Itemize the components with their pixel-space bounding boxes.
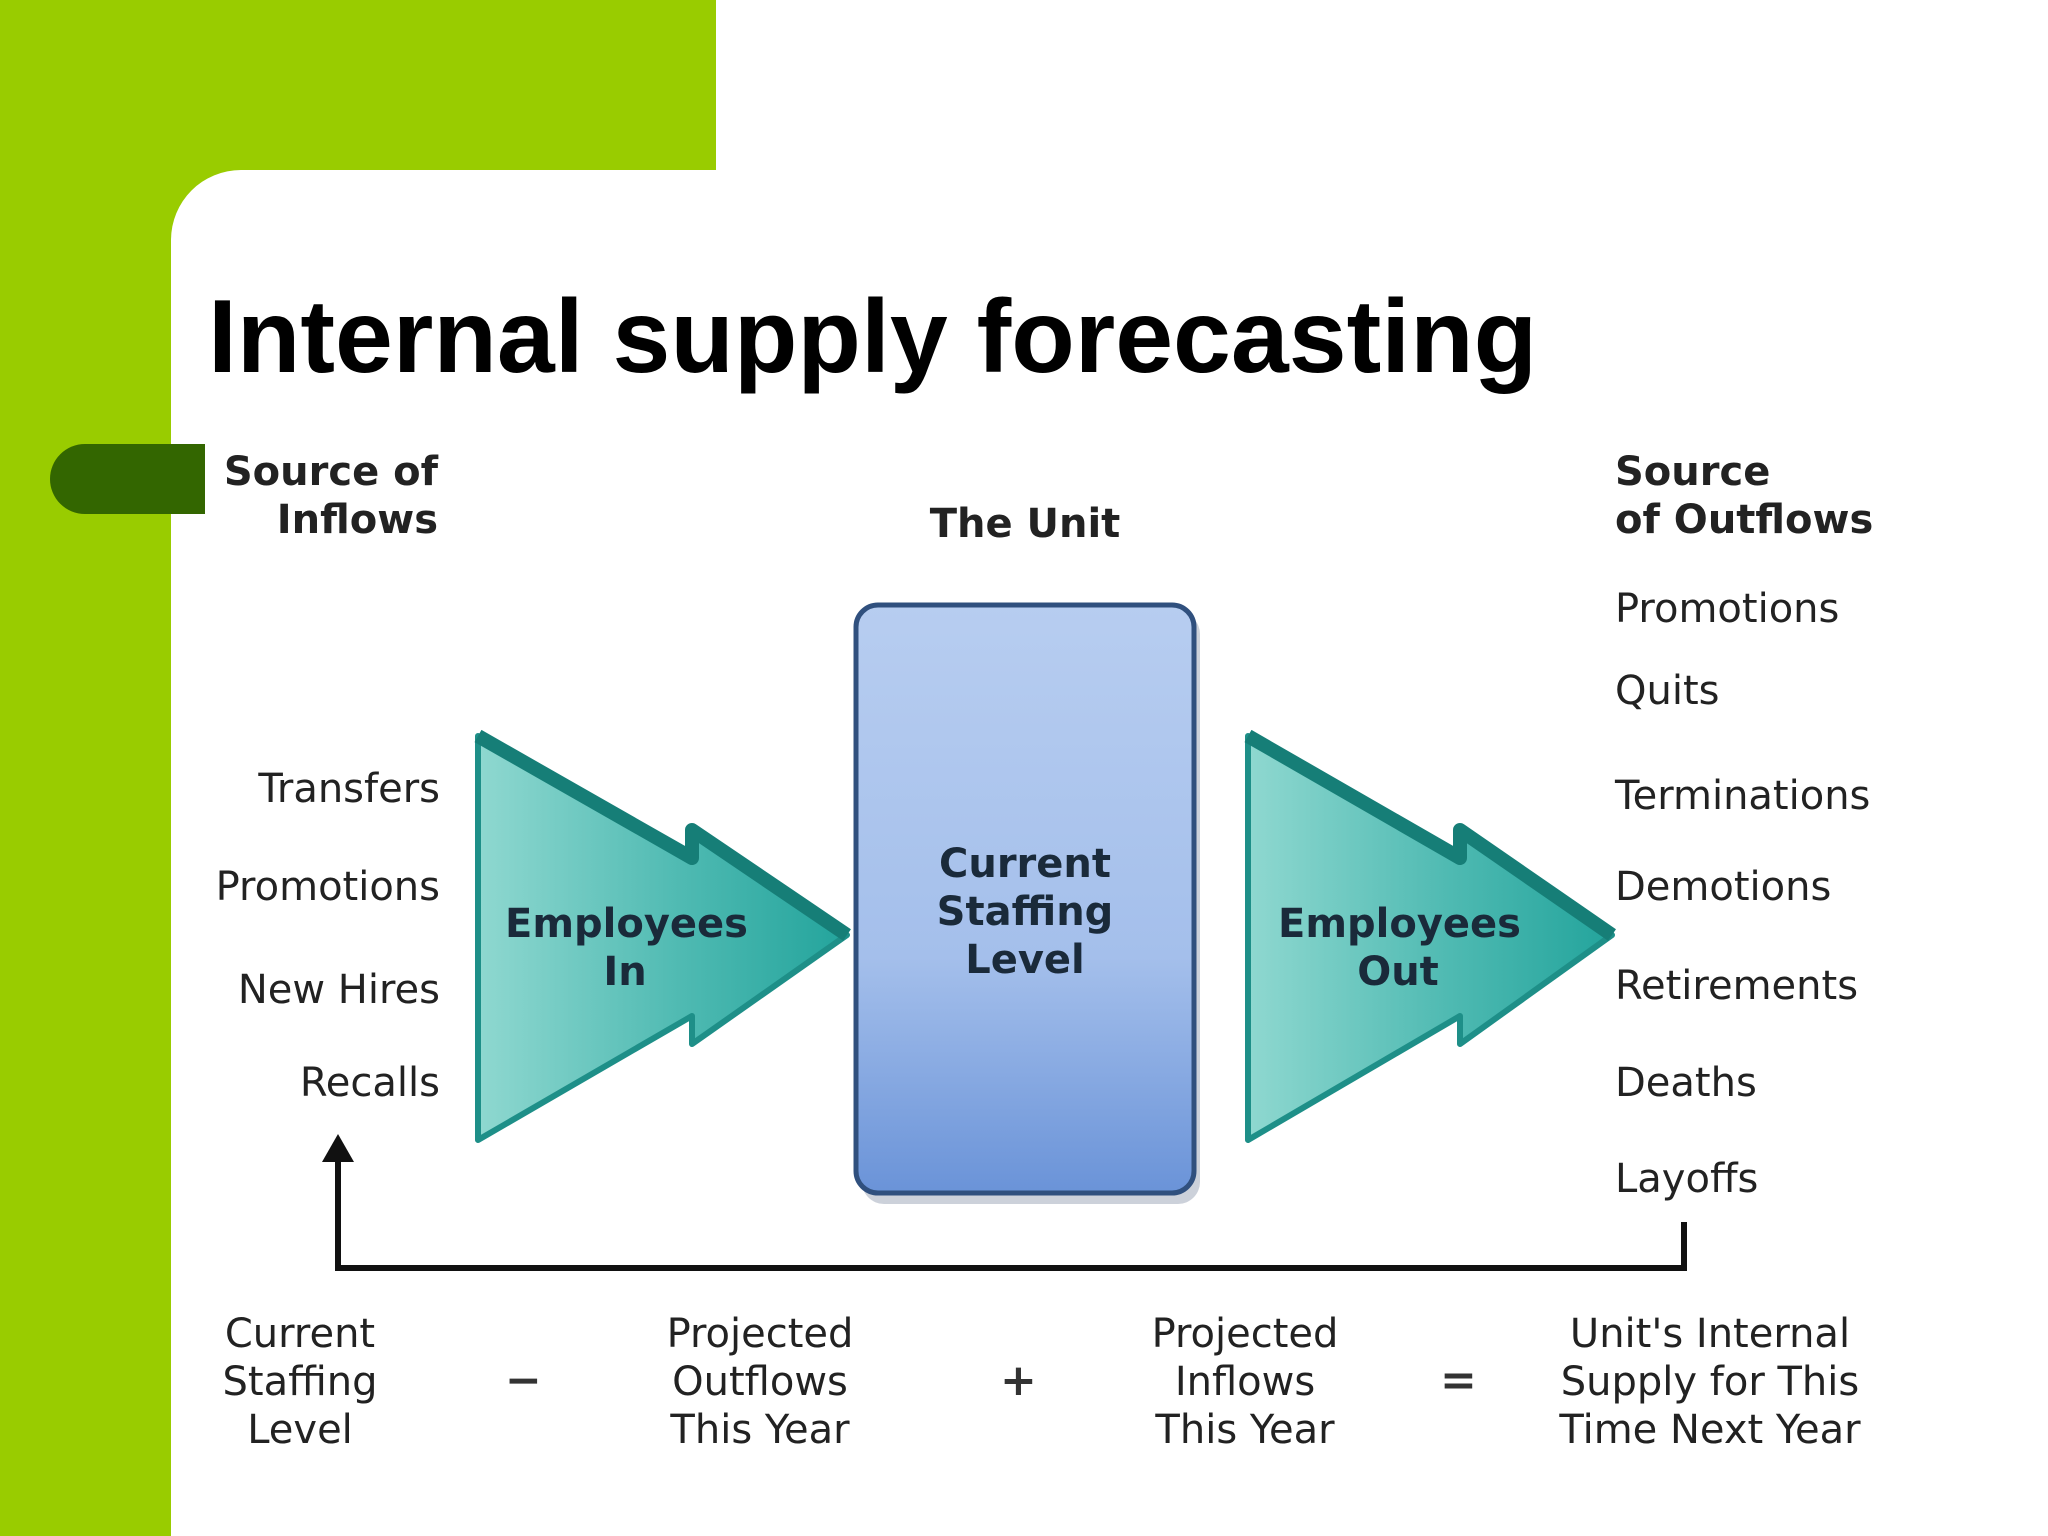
current-staffing-label: Current Staffing Level xyxy=(936,841,1114,983)
employees-in-label: Employees In xyxy=(505,901,748,995)
outflow-item: Quits xyxy=(1615,668,1720,714)
current-staffing-box xyxy=(853,602,1200,1204)
outflow-item: Deaths xyxy=(1615,1060,1757,1106)
top-white-area xyxy=(716,0,2048,171)
equation-current-staffing: Current Staffing Level xyxy=(222,1311,378,1453)
decorative-tab xyxy=(50,444,205,514)
equation-internal-supply: Unit's Internal Supply for This Time Nex… xyxy=(1559,1311,1861,1453)
employees-in-arrow xyxy=(474,729,851,1143)
outflow-item: Terminations xyxy=(1615,773,1871,819)
plus-operator: + xyxy=(1000,1355,1037,1406)
feedback-loop-arrow xyxy=(322,1134,1687,1271)
employees-out-arrow xyxy=(1244,729,1616,1143)
outflow-item: Demotions xyxy=(1615,864,1832,910)
inflow-item: Promotions xyxy=(215,864,440,910)
outflow-item: Promotions xyxy=(1615,586,1840,632)
minus-operator: − xyxy=(505,1355,542,1406)
inflows-header: Source of Inflows xyxy=(223,449,438,543)
slide-title: Internal supply forecasting xyxy=(208,279,1538,395)
inflow-item: Transfers xyxy=(258,766,440,812)
outflow-item: Layoffs xyxy=(1615,1156,1759,1202)
outflow-item: Retirements xyxy=(1615,963,1859,1009)
employees-out-label: Employees Out xyxy=(1278,901,1521,995)
unit-header: The Unit xyxy=(929,501,1121,547)
equals-operator: = xyxy=(1440,1355,1477,1406)
equation-projected-inflows: Projected Inflows This Year xyxy=(1151,1311,1339,1453)
outflows-header: Source of Outflows xyxy=(1615,449,1874,543)
inflow-item: New Hires xyxy=(237,967,440,1013)
inflow-item: Recalls xyxy=(299,1060,440,1106)
equation-projected-outflows: Projected Outflows This Year xyxy=(666,1311,854,1453)
